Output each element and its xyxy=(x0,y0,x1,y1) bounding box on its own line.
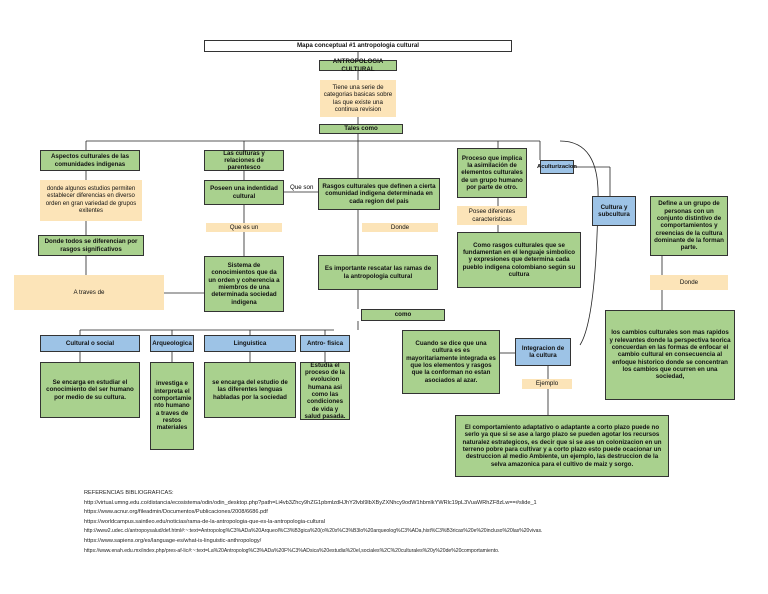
posee-caracteristicas-label: Posee diferentes caracteristicas xyxy=(457,206,527,225)
comportamiento-adaptativo-node: El comportamiento adaptativo o adaptante… xyxy=(455,415,669,477)
root-node: ANTROPOLOGIA CULTURAL xyxy=(319,58,397,73)
antro-fisica-desc: Estudia el proceso de la evolucion human… xyxy=(300,362,350,420)
root-description: Tiene una serie de categorias basicas so… xyxy=(320,80,396,117)
branch-arqueologica: Arqueologica xyxy=(150,335,194,352)
tales-como-connector: Tales como xyxy=(319,124,403,134)
diagram-title: Mapa conceptual #1 antropologia cultural xyxy=(204,40,512,52)
proceso-asimilacion-node: Proceso que implica la asimilación de el… xyxy=(457,148,527,198)
cuando-integrada-node: Cuando se dice que una cultura es es may… xyxy=(402,330,500,394)
linguistica-desc: se encarga del estudio de las diferentes… xyxy=(204,362,296,418)
aspectos-culturales-node: Aspectos culturales de las comunidades i… xyxy=(40,150,140,171)
reference-item[interactable]: http://www2.udec.cl/antropoysalud/def.ht… xyxy=(84,528,543,535)
rasgos-significativos-node: Donde todos se diferencian por rasgos si… xyxy=(38,235,144,256)
a-traves-de-label: A traves de xyxy=(14,275,164,310)
donde-label: Donde xyxy=(362,223,438,232)
identidad-cultural-node: Poseen una indentidad cultural xyxy=(204,180,284,205)
rasgos-culturales-node: Rasgos culturales que definen a cierta c… xyxy=(318,178,440,210)
reference-item[interactable]: https://www.acnur.org/fileadmin/Document… xyxy=(84,509,268,516)
branch-linguistica: Linguistica xyxy=(204,335,296,352)
arqueologica-desc: investiga e interpreta el comportamie nt… xyxy=(150,362,194,450)
que-es-un-label: Que es un xyxy=(206,223,282,232)
cultura-subcultura-node: Cultura y subcultura xyxy=(592,196,636,226)
cultural-social-desc: Se encarga en estudiar el conocimiento d… xyxy=(40,362,140,418)
references: REFERENCIAS BIBLIOGRAFICAS: http://virtu… xyxy=(84,489,542,556)
que-son-label: Que son xyxy=(289,184,315,191)
define-grupo-node: Define a un grupo de personas con un con… xyxy=(650,196,728,256)
sistema-conocimientos-node: Sistema de conocimientos que da un orden… xyxy=(204,256,284,312)
ejemplo-label: Ejemplo xyxy=(522,379,572,389)
references-title: REFERENCIAS BIBLIOGRAFICAS: xyxy=(84,490,174,496)
reference-item[interactable]: http://virtual.umng.edu.co/distancia/eco… xyxy=(84,499,537,506)
cambios-culturales-node: los cambios culturales son mas rapidos y… xyxy=(605,310,735,400)
culturas-parentesco-node: Las culturas y relaciones de parentesco xyxy=(204,150,284,171)
como-connector: como xyxy=(361,309,445,321)
reference-item[interactable]: https://www.sapiens.org/es/language-es/w… xyxy=(84,537,262,544)
reference-item[interactable]: https://worldcampus.saintleo.edu/noticia… xyxy=(84,518,325,525)
aculturizacion-node: Aculturizacion xyxy=(537,160,577,174)
integracion-cultura-node: Integracion de la cultura xyxy=(515,338,571,366)
reference-item[interactable]: https://www.enah.edu.mx/index.php/pres-a… xyxy=(84,547,500,554)
branch-cultural-social: Cultural o social xyxy=(40,335,140,352)
rescatar-ramas-node: Es importante rescatar las ramas de la a… xyxy=(318,255,438,290)
aspectos-description: donde algunos estudios permiten establec… xyxy=(40,180,142,221)
donde-label-right: Donde xyxy=(650,275,728,290)
rasgos-simbolicos-node: Como rasgos culturales que se fundamenta… xyxy=(457,232,581,288)
branch-antro-fisica: Antro- fisica xyxy=(300,335,350,352)
